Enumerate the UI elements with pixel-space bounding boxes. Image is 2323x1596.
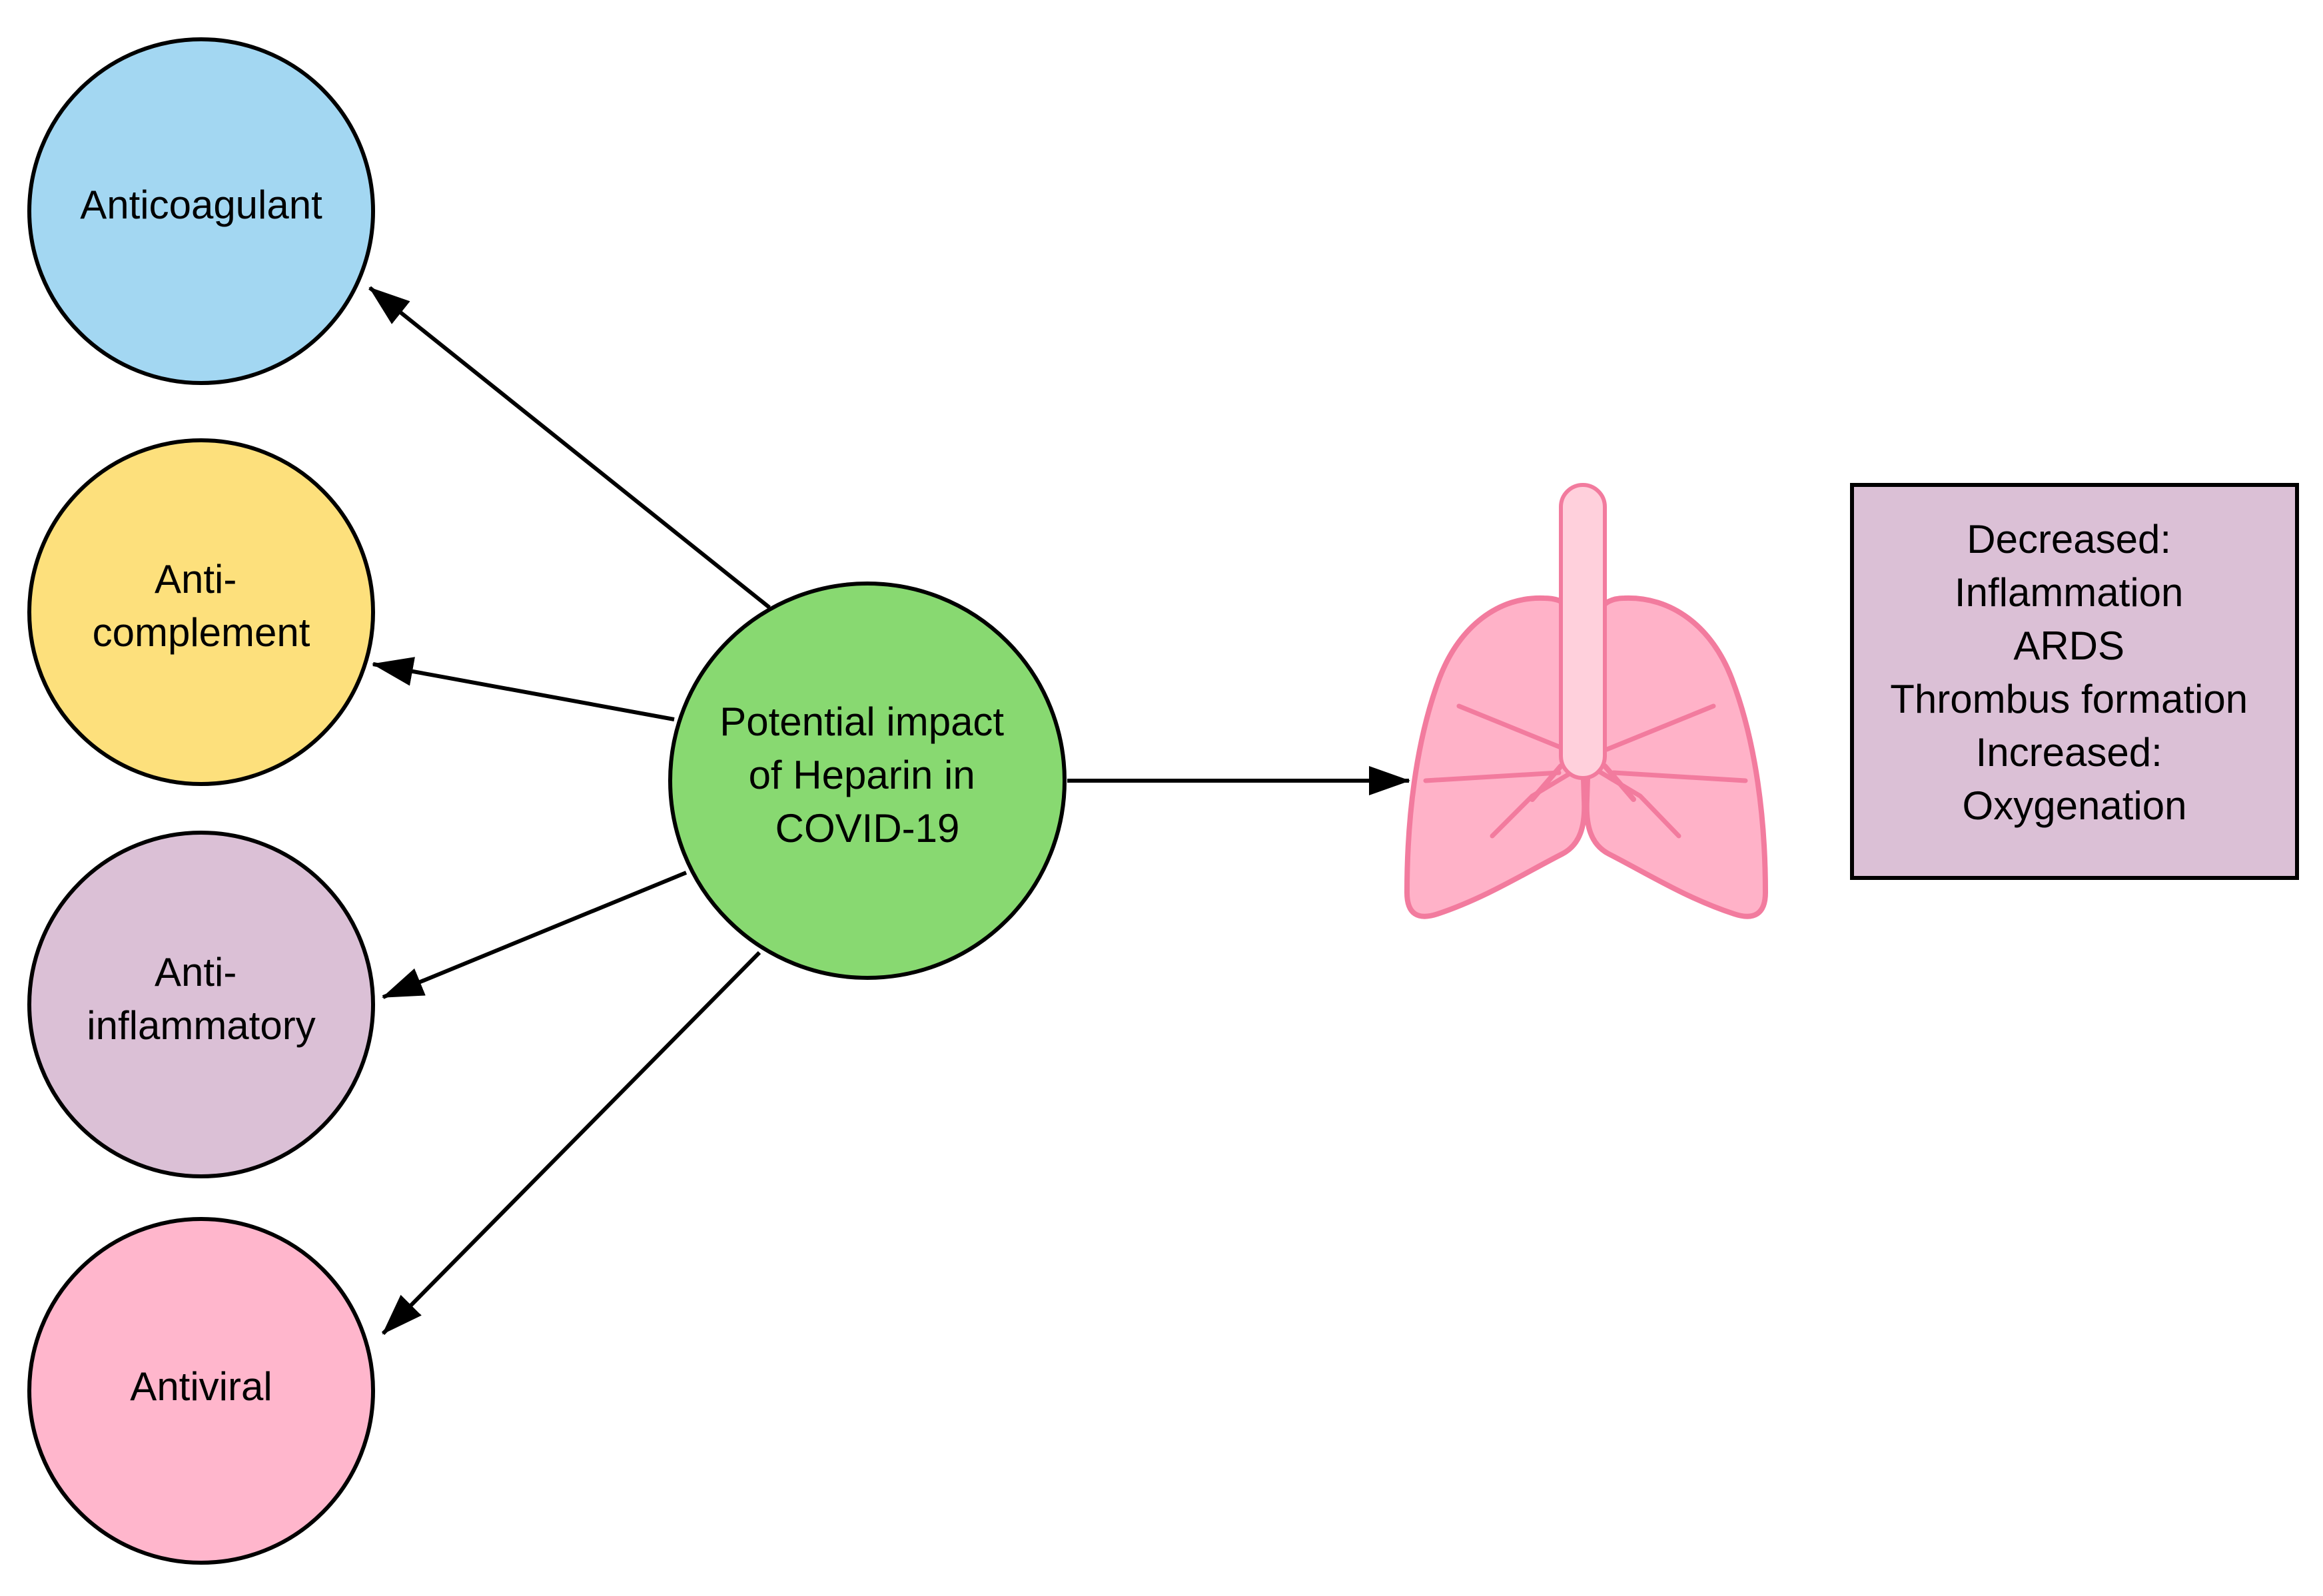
anti-complement-label: Anti- complement (93, 557, 310, 655)
trachea (1559, 483, 1607, 780)
right-bronchus-main (1590, 765, 1681, 839)
left-bronchus-upper (1456, 703, 1568, 752)
outcome-box: Decreased: Inflammation ARDS Thrombus fo… (1850, 483, 2299, 880)
carina (1530, 763, 1636, 802)
node-anti-complement: Anti- complement (27, 438, 375, 786)
arrow-to-anticoagulant (368, 286, 771, 609)
antiviral-circle (27, 1217, 375, 1565)
outcome-box-text: Decreased: Inflammation ARDS Thrombus fo… (1890, 517, 2259, 828)
arrow-to-antiviral (381, 951, 761, 1336)
right-bronchus-upper (1604, 703, 1716, 752)
anti-inflammatory-label: Anti- inflammatory (87, 950, 315, 1048)
arrow-to-anti-complement (372, 657, 675, 721)
anti-inflammatory-circle (27, 831, 375, 1178)
right-bronchus-mid (1611, 770, 1748, 783)
right-lung (1584, 595, 1769, 919)
node-antiviral: Antiviral (27, 1217, 375, 1565)
left-bronchus-mid (1423, 770, 1562, 783)
node-center: Potential impact of Heparin in COVID-19 (668, 582, 1067, 980)
center-circle (668, 582, 1067, 980)
node-anticoagulant: Anticoagulant (27, 37, 375, 385)
left-lung (1404, 595, 1588, 919)
anticoagulant-circle (27, 37, 375, 385)
outcome-box-rect (1850, 483, 2299, 880)
center-label: Potential impact of Heparin in COVID-19 (719, 699, 1015, 851)
arrows (368, 286, 1410, 1336)
anti-complement-circle (27, 438, 375, 786)
lungs-icon (1404, 483, 1769, 919)
anticoagulant-label: Anticoagulant (80, 183, 322, 227)
node-anti-inflammatory: Anti- inflammatory (27, 831, 375, 1178)
arrow-to-anti-inflammatory (382, 871, 688, 999)
antiviral-label: Antiviral (130, 1364, 272, 1409)
bronchi (1423, 703, 1748, 839)
